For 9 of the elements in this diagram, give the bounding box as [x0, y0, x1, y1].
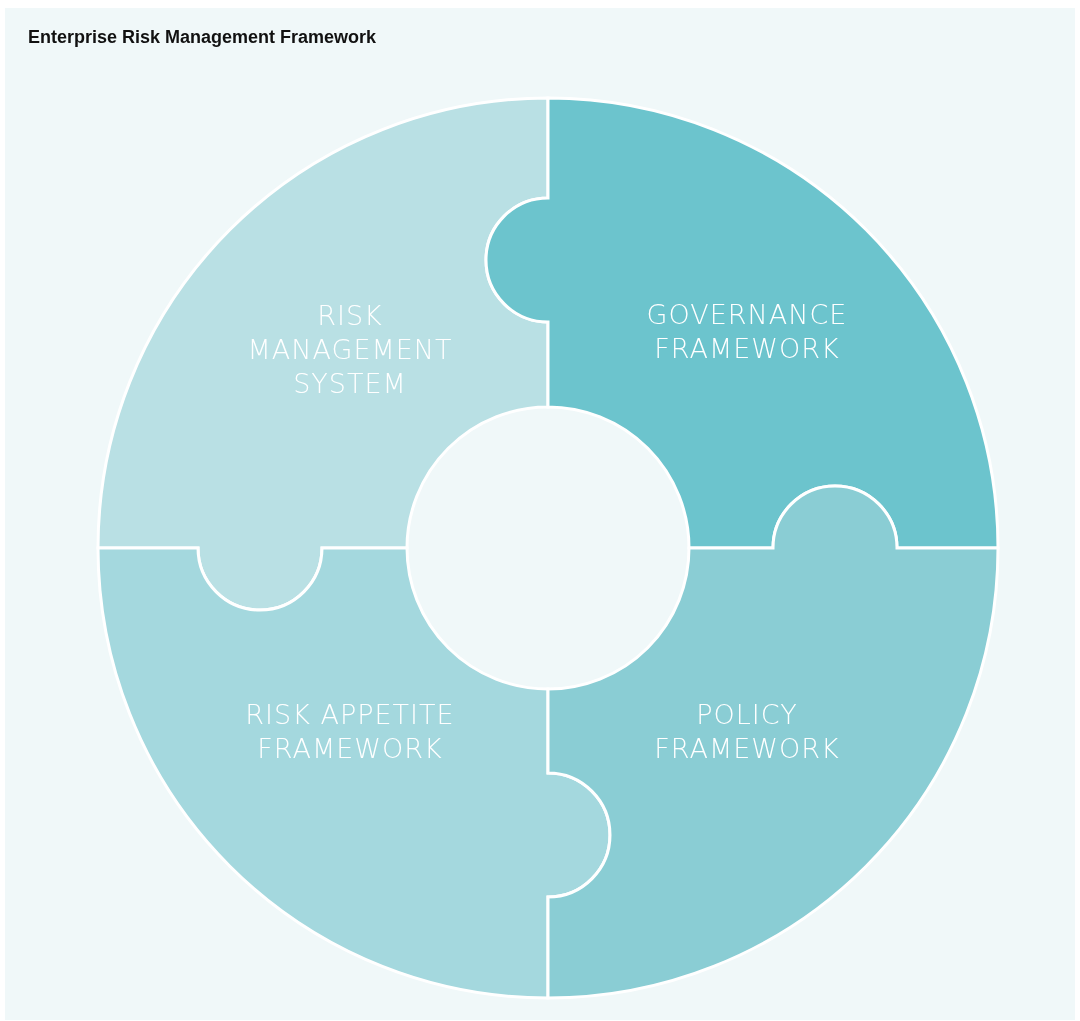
piece-label: GOVERNANCE FRAMEWORK: [645, 298, 849, 366]
puzzle-piece: [98, 98, 548, 610]
piece-label: RISK APPETITE FRAMEWORK: [244, 698, 456, 766]
title: Enterprise Risk Management Framework: [28, 27, 377, 48]
puzzle-piece: [486, 98, 998, 548]
piece-label: POLICY FRAMEWORK: [653, 698, 841, 766]
puzzle-piece: [548, 486, 998, 998]
puzzle-piece: [98, 548, 610, 998]
piece-label: RISK MANAGEMENT SYSTEM: [246, 299, 454, 401]
